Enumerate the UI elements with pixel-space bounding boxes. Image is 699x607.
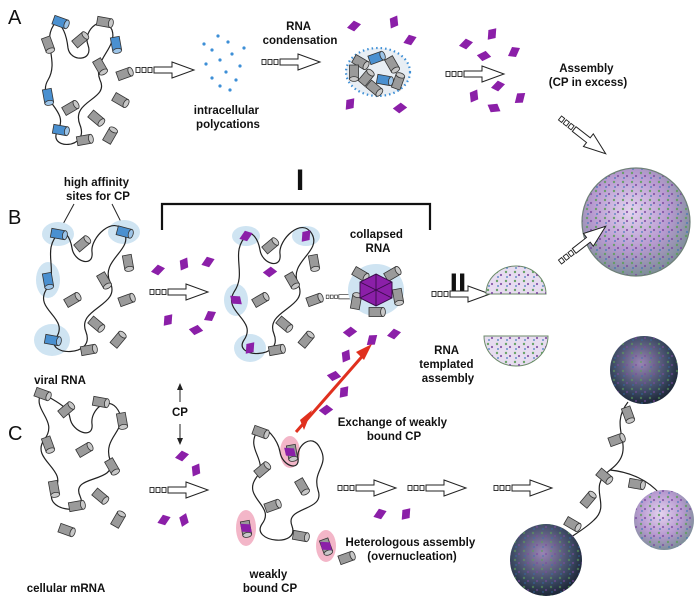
half-capsid-bottom bbox=[483, 335, 549, 367]
cellular-mrna-strand bbox=[33, 386, 129, 538]
free-cp-b bbox=[150, 256, 216, 338]
exchange-label: Exchange of weakly bound CP bbox=[338, 417, 451, 443]
high-affinity-label: high affinity sites for CP bbox=[64, 177, 132, 203]
light-capsid-right bbox=[634, 490, 694, 550]
exchange-arrow bbox=[294, 344, 372, 433]
viral-rna-strand bbox=[34, 220, 140, 357]
condensed-rna bbox=[344, 46, 412, 98]
half-capsid-top bbox=[485, 265, 547, 295]
rna-strand-a bbox=[40, 14, 135, 147]
cellular-mrna-label: cellular mRNA bbox=[27, 583, 106, 595]
overnucleated-complex bbox=[551, 401, 661, 557]
arrow-c1 bbox=[149, 481, 209, 499]
heterologous-label: Heterologous assembly (overnucleation) bbox=[346, 537, 479, 563]
panel-label-a: A bbox=[8, 7, 22, 29]
free-cp-c2 bbox=[373, 507, 414, 521]
rna-templated-label: RNA templated assembly bbox=[419, 345, 477, 385]
cp-double-arrow bbox=[177, 383, 183, 445]
assembled-capsid bbox=[581, 167, 691, 277]
rna-condensation-label: RNA condensation bbox=[263, 21, 338, 47]
viral-rna-label: viral RNA bbox=[34, 375, 86, 387]
panel-label-c: C bbox=[8, 423, 22, 445]
polycations-label: intracellular polycations bbox=[194, 105, 262, 131]
pointer-line-1 bbox=[61, 203, 75, 227]
collapsed-rna-label: collapsed RNA bbox=[350, 229, 406, 255]
stage-mark-one: I bbox=[296, 164, 304, 197]
cp-label: CP bbox=[172, 407, 188, 419]
arrow-to-capsid-1 bbox=[554, 111, 612, 161]
collapsed-rna-complex bbox=[348, 264, 405, 317]
arrow-c2 bbox=[337, 479, 397, 497]
mrna-weak-cp bbox=[236, 424, 357, 566]
arrow-a3 bbox=[445, 65, 505, 83]
dark-capsid-top bbox=[610, 336, 678, 404]
arrow-c3 bbox=[407, 479, 467, 497]
arrow-a2 bbox=[261, 53, 321, 71]
arrow-c4 bbox=[493, 479, 553, 497]
weakly-bound-label: weakly bound CP bbox=[243, 569, 298, 595]
panel-label-b: B bbox=[8, 207, 21, 229]
viral-rna-with-cp bbox=[224, 226, 325, 362]
polycation-dots bbox=[202, 34, 246, 92]
arrow-a1 bbox=[135, 61, 195, 79]
arrow-b1 bbox=[149, 283, 209, 301]
assembly-excess-label: Assembly (CP in excess) bbox=[549, 63, 628, 89]
dark-capsid-bottom bbox=[510, 524, 582, 596]
stage-bracket-1 bbox=[160, 202, 432, 230]
